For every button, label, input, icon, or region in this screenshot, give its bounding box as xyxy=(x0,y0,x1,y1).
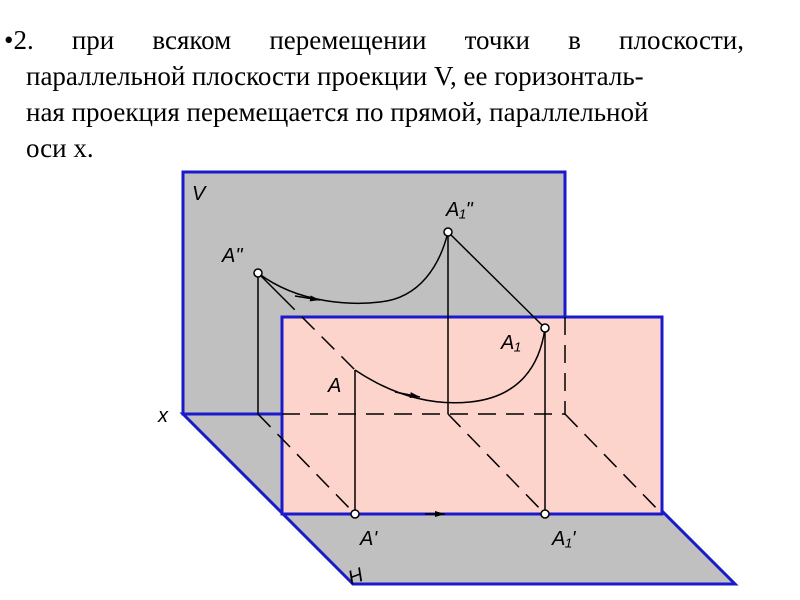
label-a-top: A' xyxy=(359,528,378,550)
h-diagonal-edge-hidden xyxy=(564,413,663,515)
label-a1: A₁ xyxy=(500,332,521,354)
point-a-top xyxy=(350,509,360,519)
statement-line-1: •2. при всяком перемещении точки в плоск… xyxy=(4,22,764,58)
statement-word: перемещении xyxy=(269,25,427,55)
connector-a-front-hidden xyxy=(281,296,356,371)
point-a-front xyxy=(253,268,263,278)
trajectory-real xyxy=(354,327,546,404)
moving-plane xyxy=(280,315,664,516)
statement-line-2: параллельной плоскости проекции V, ее го… xyxy=(26,61,644,91)
label-a-front: A" xyxy=(221,245,243,267)
statement-word: плоскости, xyxy=(619,25,744,55)
label-a: A xyxy=(327,375,341,397)
statement-text: •2. при всяком перемещении точки в плоск… xyxy=(4,22,764,166)
point-a1-top xyxy=(540,509,550,519)
h-diagonal-a-hidden xyxy=(257,413,356,515)
statement-word: точки xyxy=(464,25,530,55)
statement-line-3: ная проекция перемещается по прямой, пар… xyxy=(26,97,649,127)
connector-a1-front xyxy=(447,231,546,329)
point-a1 xyxy=(540,323,550,333)
trajectory-real-arrow xyxy=(394,391,421,398)
statement-word: при xyxy=(71,25,115,55)
label-a1-front: A₁" xyxy=(445,199,474,221)
trajectory-front-arrow xyxy=(294,295,321,302)
statement-word: всяком xyxy=(152,25,232,55)
statement-word: •2. xyxy=(4,25,34,55)
point-a1-front xyxy=(443,227,453,237)
connector-a-front xyxy=(257,272,283,298)
label-a1-top: A₁' xyxy=(551,528,577,550)
statement-line-4: оси х. xyxy=(26,133,94,163)
statement-word: в xyxy=(568,25,581,55)
h-diagonal-a1-hidden xyxy=(447,413,546,515)
label-axis-x: x xyxy=(157,405,169,427)
label-plane-v: V xyxy=(192,183,207,205)
trajectory-front xyxy=(257,231,449,304)
